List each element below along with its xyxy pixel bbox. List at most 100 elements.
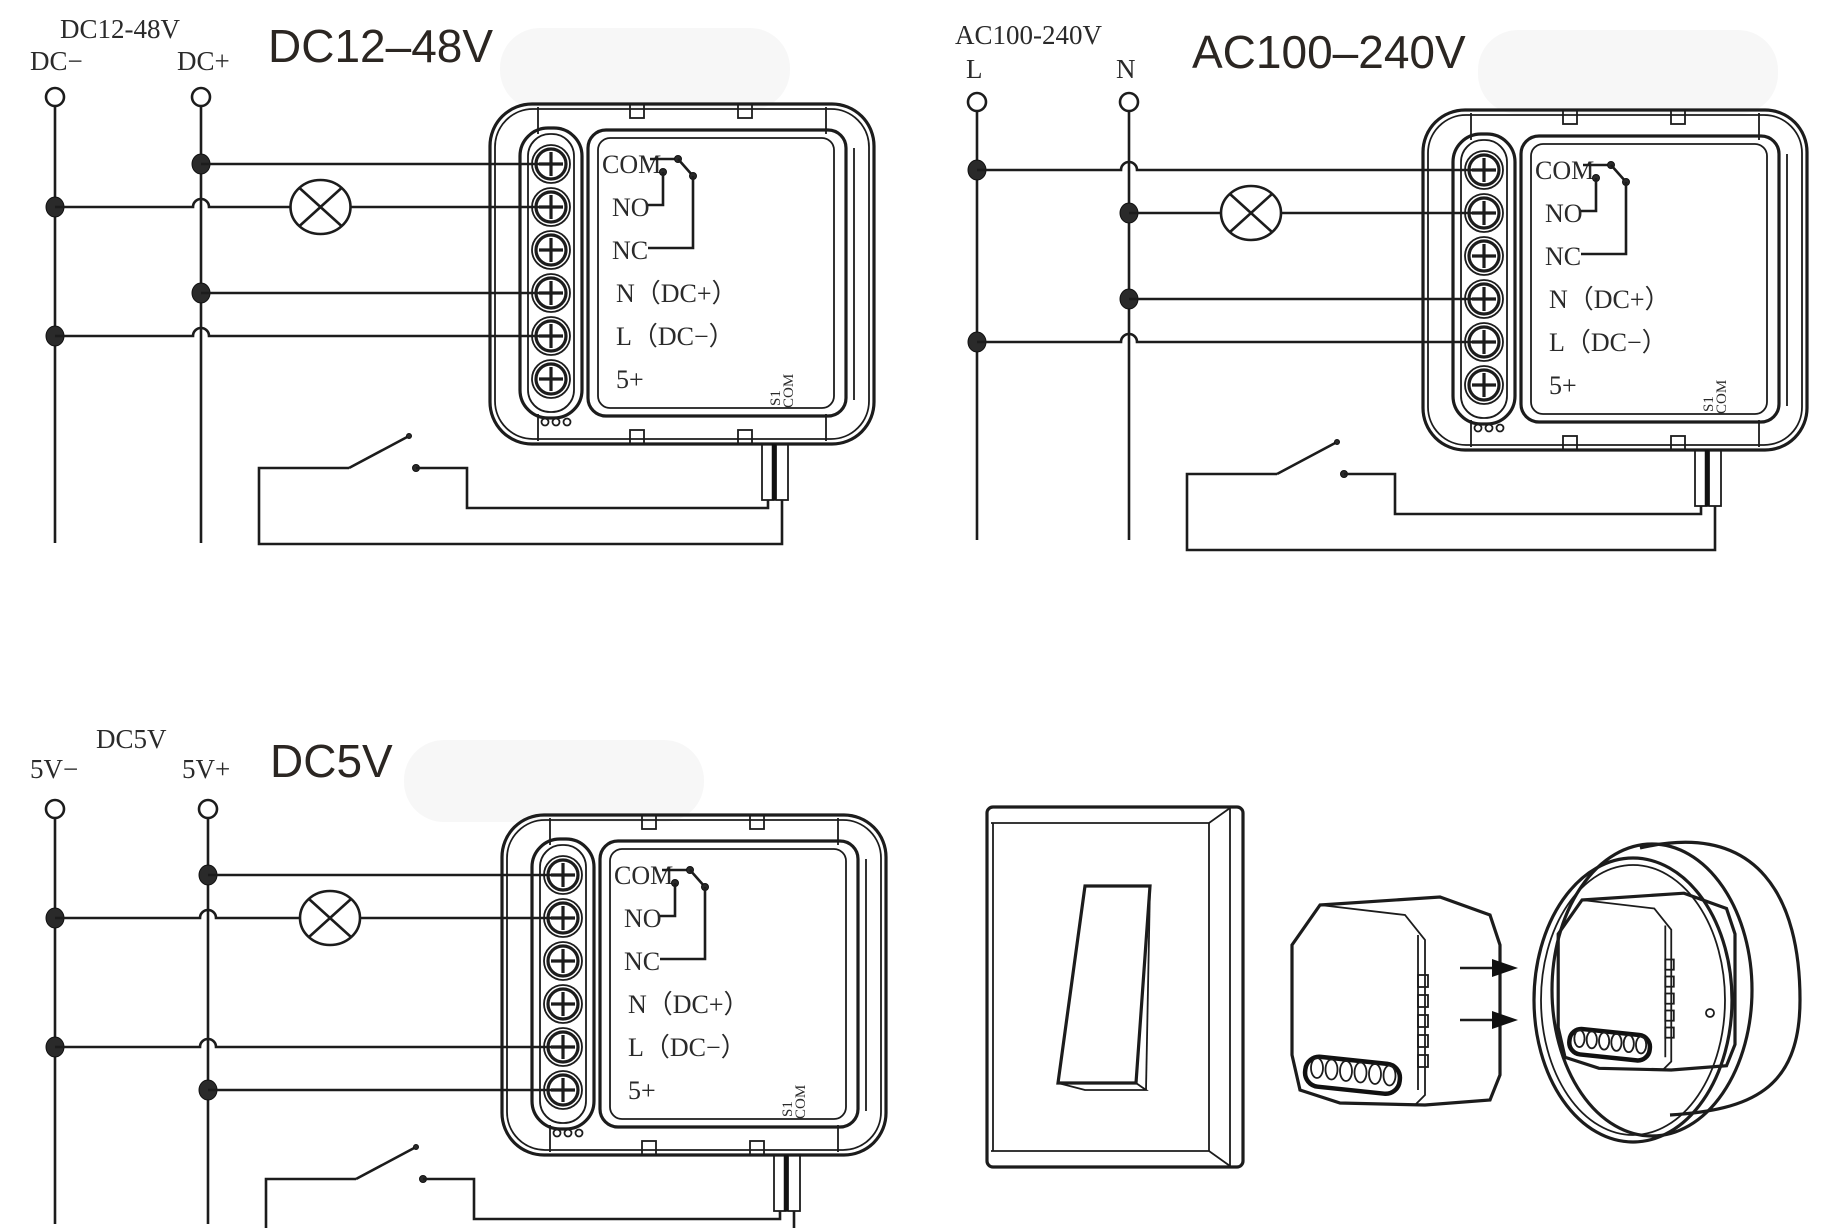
wall-switch-blade (348, 434, 410, 470)
module-side-clip (1664, 992, 1675, 1005)
module-side-clip (1664, 1009, 1675, 1022)
module-terminal-hole (1585, 1030, 1598, 1050)
module-terminal-hole (1610, 1032, 1623, 1052)
screw-head (546, 944, 580, 978)
terminal-label-4: L（DC−） (628, 1033, 747, 1062)
lamp-cross (298, 187, 343, 227)
wall-box-front-rim (1532, 856, 1734, 1144)
housing-clip (1562, 109, 1578, 125)
lamp-cross (308, 898, 352, 938)
supply-terminal-icon (44, 86, 66, 108)
diagram-ac100-240v: AC100-240V L N AC100–240V COMNONCN（DC+）L… (955, 20, 1809, 552)
relay-nc-line (1581, 182, 1628, 256)
housing-clip (749, 1140, 765, 1156)
terminal-label-1: NO (1545, 199, 1583, 228)
housing-clip (737, 103, 753, 119)
switch-wire-com (264, 1177, 796, 1228)
housing-clip (1562, 435, 1578, 451)
supply-terminal-icon (1118, 91, 1140, 113)
relay-module-in-box (1556, 891, 1737, 1072)
wire (55, 1037, 563, 1049)
rail-left-label: DC− (30, 46, 83, 76)
wire (55, 197, 291, 209)
rocker-switch-icon (1056, 884, 1152, 1085)
rocker-bottom-face (1057, 1082, 1149, 1091)
diagram-dc5v: DC5V 5V− 5V+ DC5V COMNONCN（DC+）L（DC−）5+S… (30, 724, 888, 1228)
terminal-label-3: N（DC+） (616, 279, 738, 308)
switch-wire-s1 (416, 466, 770, 510)
terminal-label-4: L（DC−） (1549, 328, 1668, 357)
module-terminal-hole (1324, 1058, 1339, 1081)
diagram-title: DC5V (270, 735, 393, 787)
housing-clip (1670, 109, 1686, 125)
module-side-clip (1664, 975, 1675, 988)
arrow-head (1492, 959, 1518, 977)
switch-wire-lead (1708, 449, 1722, 507)
module-outer-shell (488, 102, 876, 446)
relay-no-line (648, 172, 665, 207)
screw-terminal-5 (531, 359, 571, 399)
terminal-label-4: L（DC−） (616, 322, 735, 351)
supply-terminal-icon (966, 91, 988, 113)
wall-box-inner-rim (1540, 864, 1726, 1136)
terminal-label-1: NO (612, 193, 650, 222)
module-body (1556, 891, 1737, 1072)
indicator-led (1495, 423, 1505, 433)
terminal-label-3: N（DC+） (1549, 285, 1671, 314)
screw-head (534, 362, 568, 396)
terminal-label-2: NC (1545, 242, 1581, 271)
switch-wire-lead (787, 1154, 801, 1212)
module-shell-inner-edge (506, 819, 882, 1151)
lamp-cross (1229, 193, 1273, 233)
module-terminal-strip (1302, 1054, 1403, 1097)
module-outer-shell (1421, 108, 1809, 452)
terminal-label-0: COM (614, 861, 673, 890)
relay-no-line (1581, 178, 1598, 213)
switch-port-label-s1: S1 (1701, 396, 1717, 412)
switch-pivot (1334, 439, 1340, 445)
supply-terminal-icon (44, 798, 66, 820)
screw-head (1467, 239, 1501, 273)
label-panel-inner (597, 137, 835, 409)
indicator-led (563, 1128, 573, 1138)
wall-box-screw-hole (1705, 1008, 1715, 1018)
module-terminal-hole (1622, 1034, 1635, 1054)
indicator-led (562, 417, 572, 427)
terminal-label-5: 5+ (1549, 371, 1577, 400)
label-panel-inner (1530, 143, 1768, 415)
wire (55, 326, 551, 338)
module-terminal-hole (1339, 1060, 1353, 1082)
title-haze (404, 740, 704, 822)
module-shell-inner-edge (1427, 114, 1803, 446)
module-shell-inner-edge (494, 108, 870, 440)
wall-plate-bevel (991, 1150, 1231, 1167)
switch-wire-com (257, 466, 784, 546)
screw-terminal-2 (1464, 236, 1504, 276)
wall-switch-blade (1276, 440, 1338, 476)
switch-wire-s1 (423, 1177, 782, 1221)
module-body (1290, 895, 1502, 1107)
module-terminal-hole (1573, 1029, 1586, 1048)
switch-wire-s1 (1344, 472, 1703, 516)
module-side-clip (1664, 1026, 1675, 1039)
rail-right-label: DC+ (177, 46, 230, 76)
module-terminal-hole (1382, 1064, 1397, 1087)
terminal-label-5: 5+ (616, 365, 644, 394)
terminal-block (1451, 132, 1517, 426)
housing-clip (1670, 435, 1686, 451)
module-terminal-hole (1310, 1057, 1324, 1079)
wall-box-cylinder (1639, 840, 1802, 1117)
switch-wire-lead (775, 443, 789, 501)
relay-module-illustration (1290, 895, 1502, 1107)
wall-switch-blade (355, 1145, 417, 1181)
indicator-led (540, 417, 550, 427)
terminal-label-2: NC (612, 236, 648, 265)
housing-clip (629, 103, 645, 119)
module-side-clip (1417, 1014, 1429, 1028)
terminal-block (518, 126, 584, 420)
screw-terminal-3 (543, 984, 583, 1024)
